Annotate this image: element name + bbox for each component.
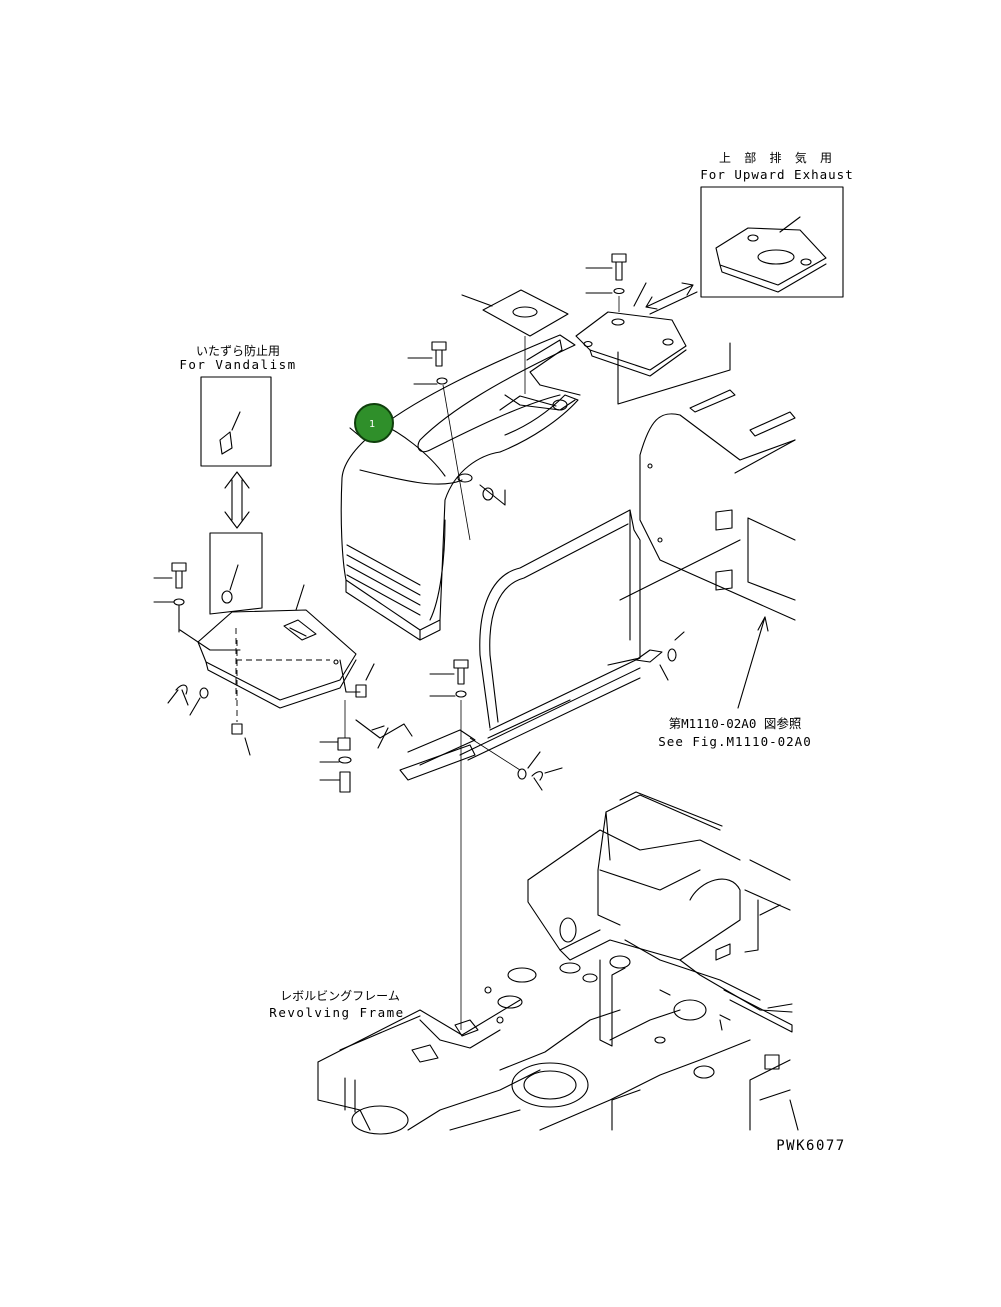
- double-arrow-vandalism: [224, 471, 250, 529]
- callout-1-circle[interactable]: [354, 403, 394, 443]
- fasteners-left: [167, 640, 375, 756]
- door-pin: [635, 631, 685, 681]
- fasteners-right: [469, 737, 563, 791]
- bolt-top-cover: [585, 253, 627, 312]
- engine-room-side-panel: [619, 389, 796, 621]
- bolt-left-cover: [153, 562, 187, 633]
- side-door-panel: [399, 509, 641, 781]
- revolving-frame-jp-label: レボルビングフレーム: [280, 989, 400, 1003]
- upward-exhaust-jp-label: 上 部 排 気 用: [719, 150, 835, 165]
- lock-detail-box: [209, 532, 263, 615]
- upward-exhaust-inset: 上 部 排 気 用 For Upward Exhaust: [700, 150, 853, 298]
- reference-note: 第M1110-02A0 図参照 See Fig.M1110-02A0: [658, 616, 811, 749]
- upward-exhaust-en-label: For Upward Exhaust: [700, 167, 853, 182]
- see-fig-en-label: See Fig.M1110-02A0: [658, 734, 811, 749]
- revolving-frame-label: レボルビングフレーム Revolving Frame: [269, 989, 404, 1020]
- vandalism-en-label: For Vandalism: [179, 357, 296, 372]
- double-arrow-exhaust: [645, 282, 698, 315]
- upward-exhaust-cover-plate: [715, 227, 827, 286]
- vandalism-jp-label: いたずら防止用: [196, 343, 280, 358]
- upward-exhaust-frame: [700, 186, 844, 298]
- see-fig-jp-label: 第M1110-02A0 図参照: [669, 716, 802, 731]
- drawing-number: PWK6077: [776, 1138, 846, 1154]
- exhaust-hole: [757, 249, 795, 265]
- left-cover: [179, 584, 361, 709]
- top-cover-standard: [575, 282, 731, 405]
- bolt-side-door: [429, 659, 469, 1030]
- engine-hood-part-1: [340, 334, 581, 641]
- callout-1-number: 1: [369, 419, 375, 430]
- callout-1[interactable]: 1: [349, 403, 394, 443]
- revolving-frame-en-label: Revolving Frame: [269, 1005, 404, 1020]
- vandalism-inset: いたずら防止用 For Vandalism: [179, 343, 296, 467]
- seal-plate: [461, 289, 569, 394]
- vandalism-frame: [200, 376, 272, 467]
- bolt-hood: [407, 341, 471, 541]
- revolving-frame: [317, 791, 799, 1135]
- fasteners-center: [319, 700, 413, 793]
